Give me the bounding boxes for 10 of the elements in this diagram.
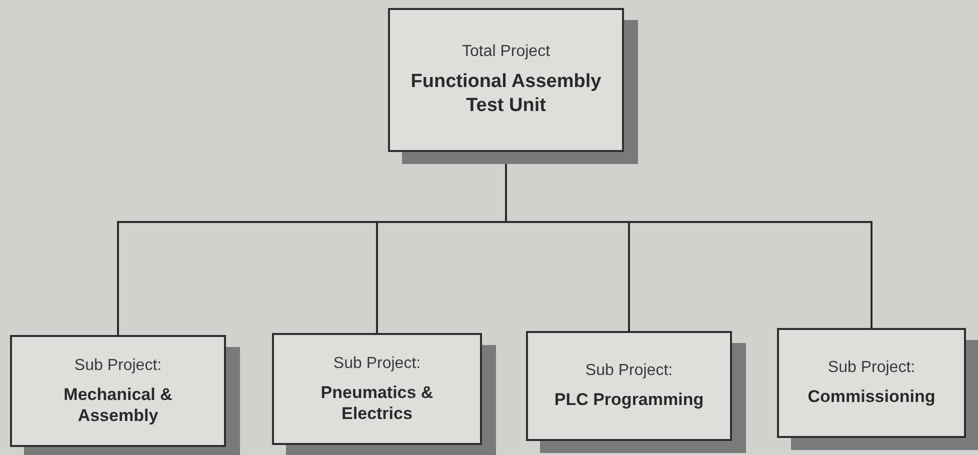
box-heading: Sub Project: <box>333 354 421 374</box>
box-title: Commissioning <box>808 386 936 408</box>
box-heading: Sub Project: <box>74 356 162 376</box>
box-title: Mechanical & Assembly <box>62 384 174 426</box>
box-title: Pneumatics & Electrics <box>320 382 434 424</box>
box-heading: Sub Project: <box>828 358 916 378</box>
box-title: Functional Assembly Test Unit <box>410 70 602 118</box>
box-title: PLC Programming <box>554 389 704 411</box>
box-heading: Total Project <box>462 42 550 62</box>
box-heading: Sub Project: <box>585 361 673 382</box>
